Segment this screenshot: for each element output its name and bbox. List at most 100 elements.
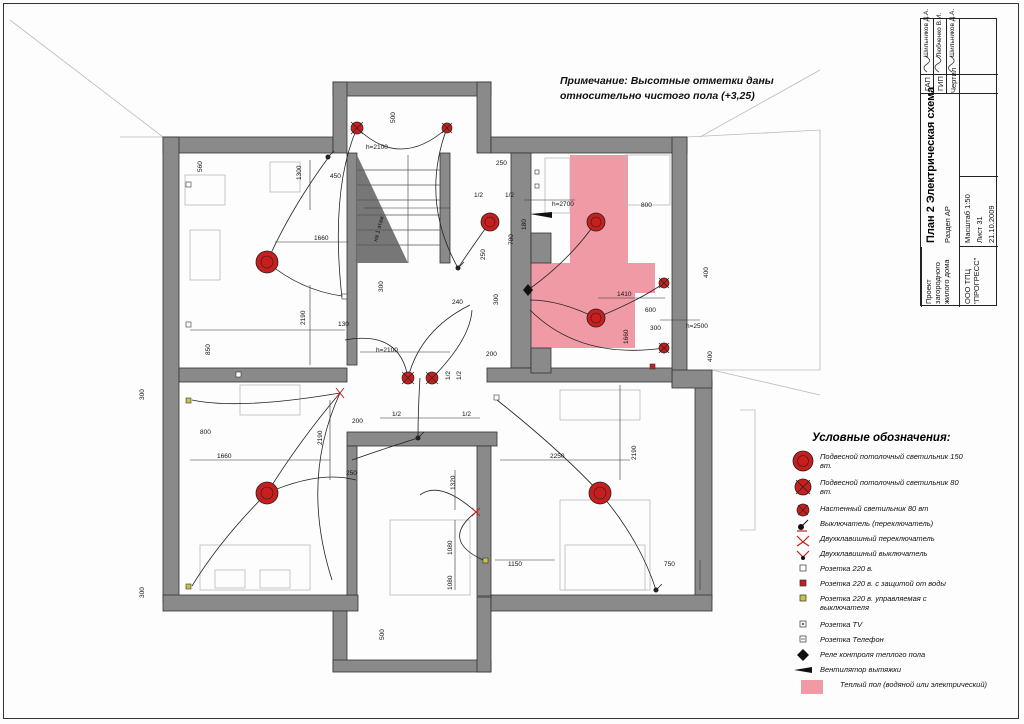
- legend-item-label: Розетка 220 в.: [820, 564, 874, 573]
- dim-text: 800: [200, 429, 211, 436]
- note-line-2: относительно чистого пола (+3,25): [560, 90, 755, 102]
- switch-icon: [415, 431, 425, 441]
- socket-icon: [235, 371, 242, 378]
- dim-text: 300: [139, 389, 146, 400]
- dim-text: 250: [480, 249, 487, 260]
- wall-light-icon: [658, 277, 670, 289]
- dim-text: 1660: [623, 329, 630, 344]
- legend-item-label: Подвесной потолочный светильник 80 вт.: [820, 478, 959, 496]
- legend-title: Условные обозначения:: [812, 432, 951, 444]
- name-drafter: Шильников Д.А.: [949, 8, 956, 57]
- legend-item-label: Теплый пол (водяной или электрический): [840, 680, 988, 689]
- socket-icon: [493, 394, 500, 401]
- pendant-80-icon: [794, 478, 812, 496]
- dimension-texts: 500 560 1300 450 1660 2190 130 850 300 2…: [139, 112, 714, 640]
- dim-text: 200: [486, 351, 497, 358]
- name-gap: Шильников Д.А.: [923, 8, 930, 57]
- phone-socket-icon: [799, 635, 807, 643]
- floor-relay-icon: [523, 284, 533, 296]
- sockets: [185, 169, 656, 590]
- wall-light-icon: [401, 371, 415, 385]
- sheet-title: План 2 Электрическая схема: [925, 86, 937, 243]
- legend-item: Двухклавишный выключатель: [792, 547, 962, 562]
- legend-item: Вентилятор вытяжки: [792, 663, 962, 678]
- dim-text: 600: [645, 307, 656, 314]
- signature-icon: [923, 55, 955, 73]
- legend-item-label: Подвесной потолочный светильник 150 вт.: [820, 452, 963, 470]
- dim-text: 300: [493, 294, 500, 305]
- dim-text: 200: [352, 418, 363, 425]
- dim-text: 130: [338, 321, 349, 328]
- date: 21.10.2009: [987, 205, 996, 243]
- legend: Условные обозначения: Подвесной потолочн…: [792, 432, 987, 704]
- dim-text: 750: [664, 561, 675, 568]
- dim-text: 240: [452, 299, 463, 306]
- double-switch-icon: [471, 507, 481, 517]
- tv-socket-icon: [799, 620, 807, 628]
- legend-item: Реле контроля теплого пола: [792, 648, 962, 663]
- legend-item: Подвесной потолочный светильник 150 вт.: [792, 450, 963, 476]
- pendant-150-icon: [792, 450, 814, 472]
- heated-floor-zone: [530, 155, 655, 348]
- dim-text: 300: [378, 281, 385, 292]
- dim-text: 450: [330, 173, 341, 180]
- controls: [523, 212, 552, 296]
- sheet-number: Лист 31: [975, 216, 984, 243]
- dim-text: 1/2: [462, 411, 471, 418]
- sheet-section: Раздел АР: [943, 206, 952, 243]
- legend-item-label: Реле контроля теплого пола: [820, 650, 926, 659]
- walls: [162, 81, 713, 673]
- wall-light-icon: [441, 122, 453, 134]
- company-name: ООО ТПЦ "ПРОГРЕСС": [963, 257, 981, 304]
- double-toggle-icon: [796, 535, 810, 547]
- socket-icon: [799, 564, 807, 572]
- legend-item: Теплый пол (водяной или электрический): [792, 678, 987, 704]
- dim-text: 300: [650, 325, 661, 332]
- socket-switched-icon: [185, 397, 192, 404]
- dim-text: 560: [197, 161, 204, 172]
- tv-socket-icon: [534, 169, 540, 175]
- pendant-150-icon: [255, 250, 279, 274]
- wall-light-icon: [796, 503, 810, 517]
- socket-switched-icon: [799, 594, 807, 602]
- dim-text: 2190: [317, 430, 324, 445]
- fan-icon: [794, 667, 812, 673]
- socket-switched-icon: [482, 557, 489, 564]
- dim-text: 400: [703, 267, 710, 278]
- socket-water-icon: [649, 363, 656, 370]
- dim-text: 1/2: [474, 192, 483, 199]
- legend-item: Розетка TV: [792, 618, 962, 633]
- dim-text: 500: [379, 629, 386, 640]
- socket-water-icon: [799, 579, 807, 587]
- switch-icon: [797, 519, 809, 532]
- legend-item-label: Розетка 220 в. управляемая с выключателя: [820, 594, 927, 612]
- height-mark: h=2100: [366, 144, 388, 151]
- role-gap: ГАП: [923, 77, 932, 91]
- dim-text: 250: [346, 470, 357, 477]
- socket-icon: [185, 181, 192, 188]
- note-line-1: Примечание: Высотные отметки даны: [560, 75, 774, 87]
- dim-text: 2250: [550, 453, 565, 460]
- height-mark: h=2700: [552, 201, 574, 208]
- legend-item-label: Розетка TV: [820, 620, 863, 629]
- legend-item: Розетка 220 в. управляемая с выключателя: [792, 592, 962, 618]
- dim-text: 1080: [447, 540, 454, 555]
- heated-floor-swatch: [801, 680, 823, 694]
- name-gip: Любченко В.И.: [936, 12, 943, 57]
- legend-item: Розетка 220 в. с защитой от воды: [792, 577, 962, 592]
- project-name: Проект загородного жилого дома: [924, 259, 951, 304]
- phone-socket-icon: [534, 183, 540, 189]
- role-gip: ГИП: [936, 76, 945, 91]
- dim-text: 2190: [631, 445, 638, 460]
- legend-item-label: Двухклавишный выключатель: [820, 549, 928, 558]
- dim-text: 1080: [447, 575, 454, 590]
- legend-item-label: Розетка Телефон: [820, 635, 884, 644]
- switch-icon: [653, 583, 663, 593]
- pendant-150-icon: [588, 481, 612, 505]
- pendant-150-icon: [586, 212, 606, 232]
- dim-text: 1/2: [456, 371, 463, 380]
- dim-text: 1/2: [392, 411, 401, 418]
- roof-outline: [9, 19, 821, 531]
- switch-icon: [325, 150, 335, 160]
